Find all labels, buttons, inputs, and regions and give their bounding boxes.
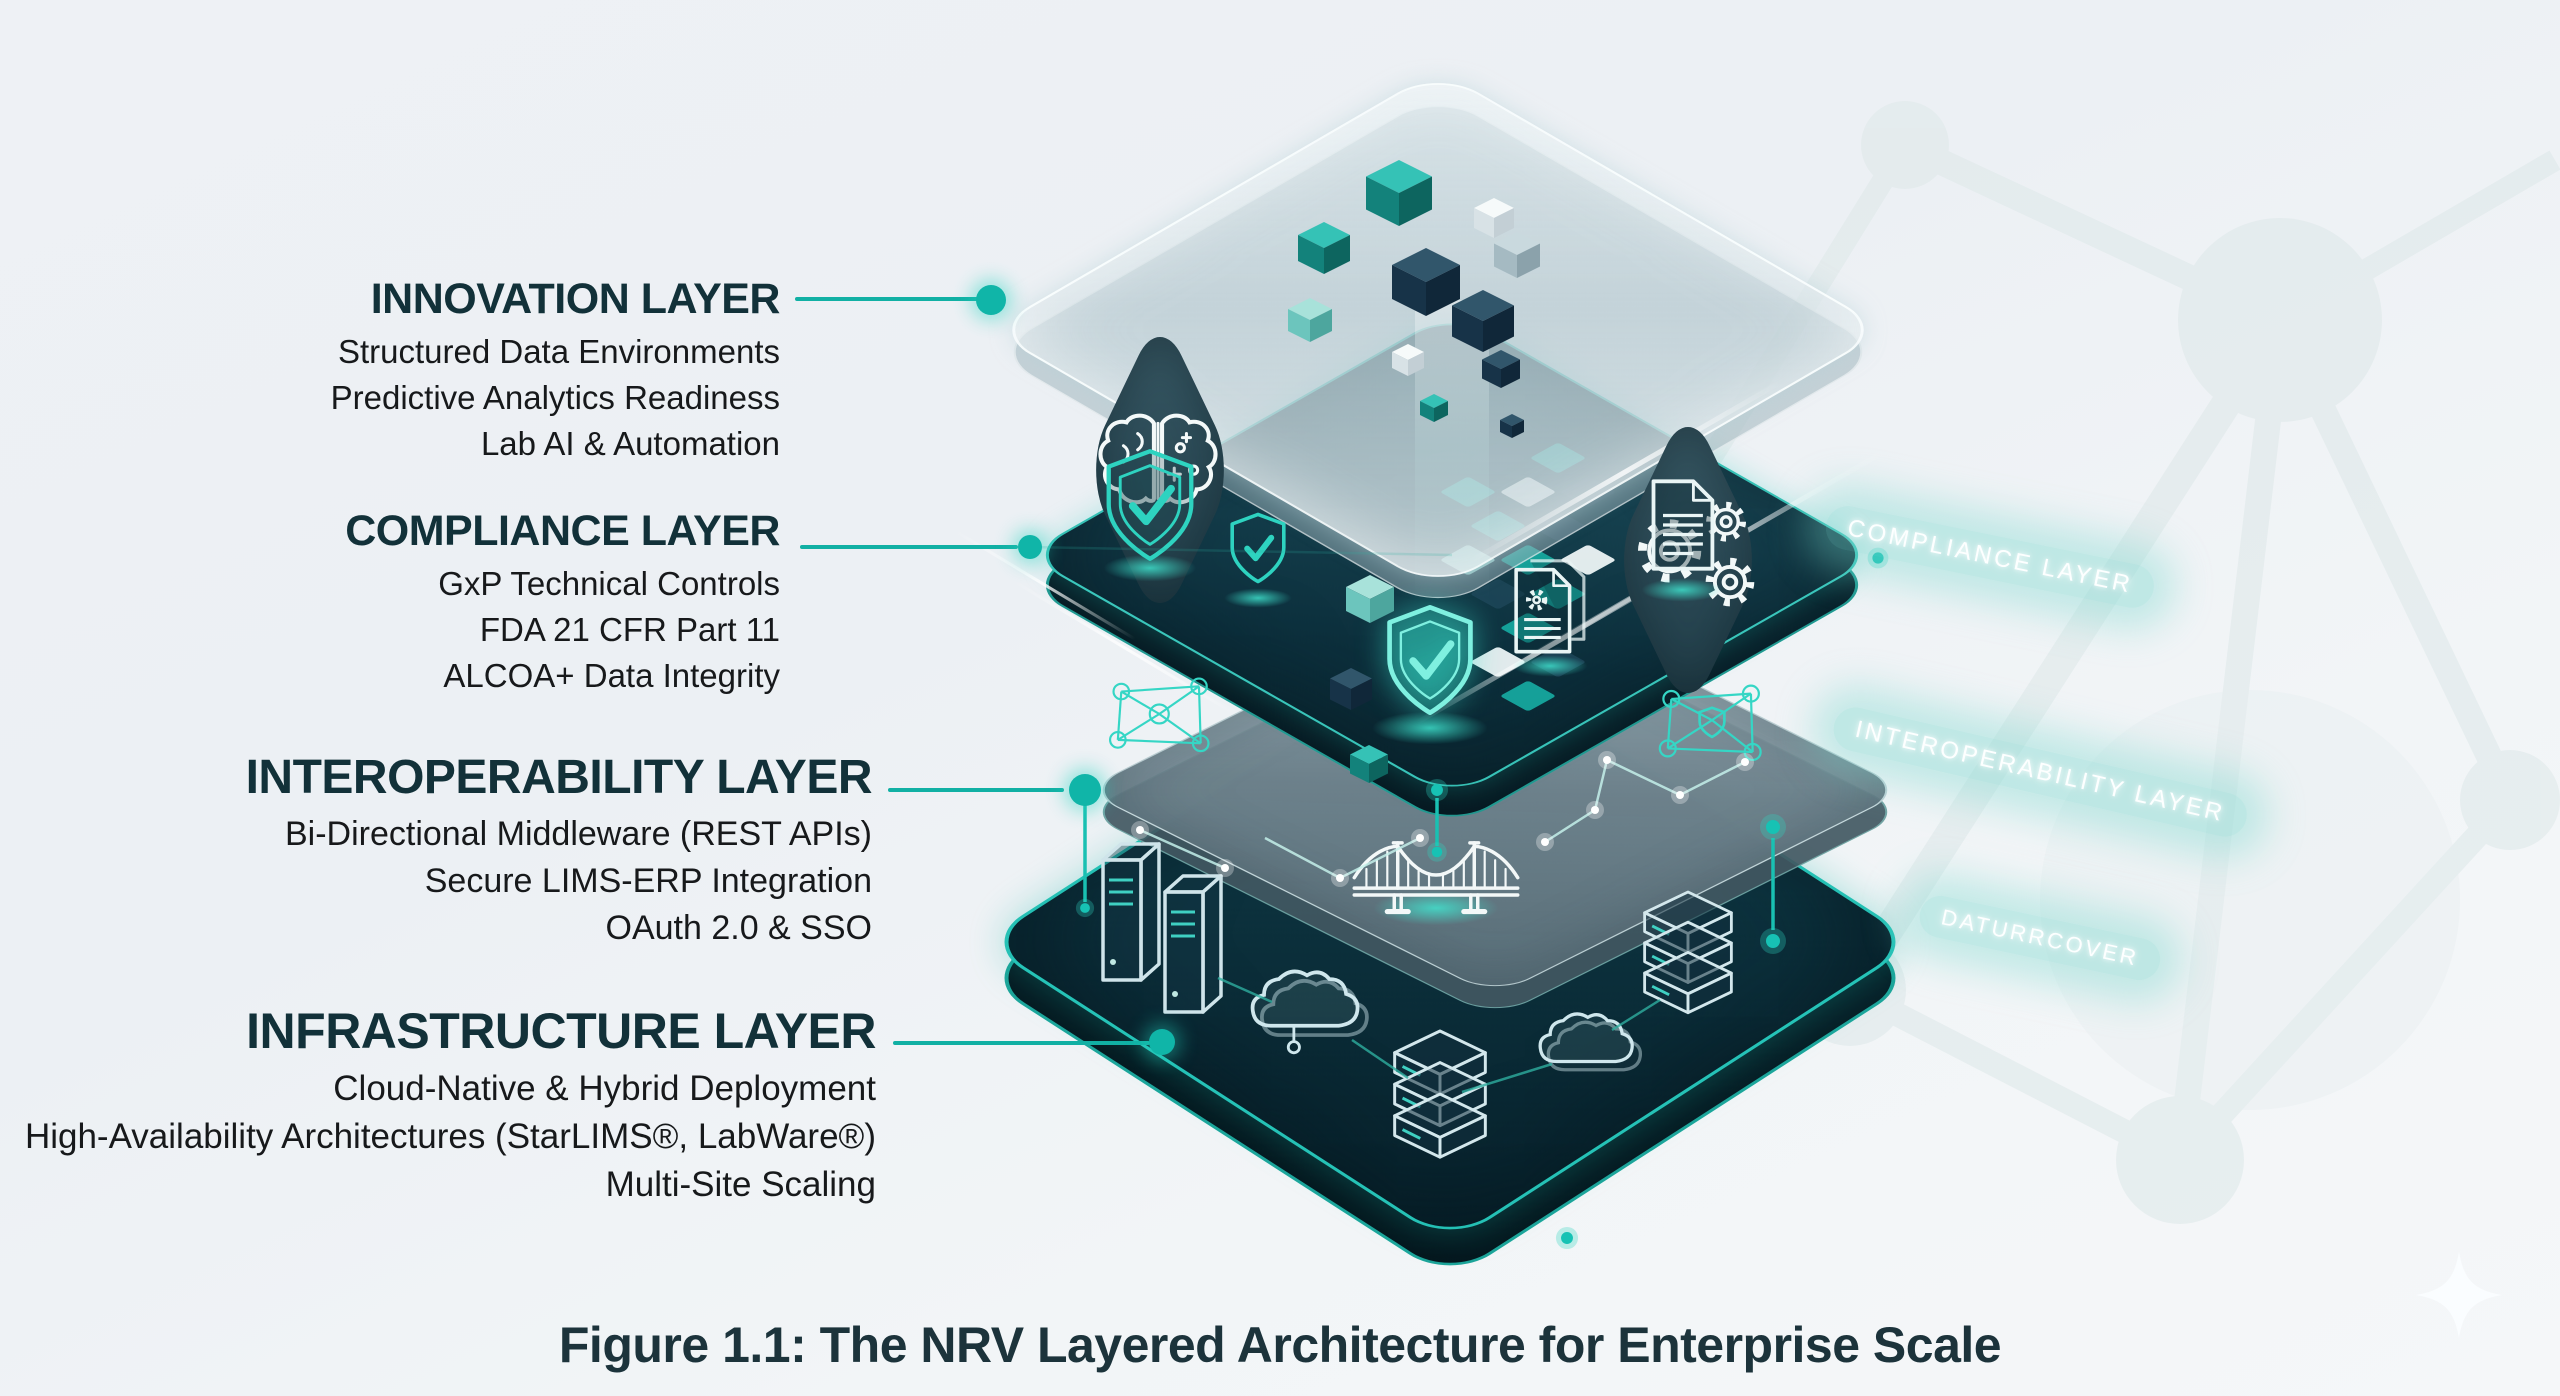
interoperability-connector-dot <box>1069 774 1101 806</box>
infrastructure-line: Cloud-Native & Hybrid Deployment <box>333 1069 876 1108</box>
cloud-icon <box>1538 1012 1643 1072</box>
icon-glow <box>1640 578 1724 602</box>
infrastructure-line: High-Availability Architectures (StarLIM… <box>24 1117 876 1156</box>
icon-glow <box>1223 588 1293 608</box>
label-innovation-layer: INNOVATION LAYER Structured Data Environ… <box>330 275 781 467</box>
shield-check-glow-icon <box>1387 605 1473 715</box>
compliance-connector-dot <box>1018 535 1042 559</box>
document-gear-icon <box>1514 559 1586 654</box>
infrastructure-connector-dot <box>1149 1029 1175 1055</box>
innovation-layer-title: INNOVATION LAYER <box>370 275 781 323</box>
light-beam <box>1415 300 1489 600</box>
interoperability-line: Bi-Directional Middleware (REST APIs) <box>285 814 872 853</box>
icon-glow <box>1511 655 1589 677</box>
compliance-line: GxP Technical Controls <box>438 565 780 603</box>
label-interoperability-layer: INTEROPERABILITY LAYER Bi-Directional Mi… <box>245 751 873 952</box>
innovation-connector-dot <box>976 285 1006 315</box>
innovation-line: Lab AI & Automation <box>480 425 780 463</box>
innovation-connector-line <box>795 297 978 301</box>
network-nodes-icon <box>1108 677 1210 753</box>
label-compliance-layer: COMPLIANCE LAYER GxP Technical Controls … <box>345 508 780 699</box>
interoperability-line: OAuth 2.0 & SSO <box>605 908 872 947</box>
server-towers-icon <box>1101 842 1223 1014</box>
sparkle-icon <box>2416 1252 2502 1338</box>
compliance-line: ALCOA+ Data Integrity <box>443 657 780 695</box>
compliance-layer-title: COMPLIANCE LAYER <box>345 507 780 555</box>
database-stack-icon <box>1393 1029 1487 1159</box>
bridge-icon <box>1352 841 1520 915</box>
infrastructure-layer-title: INFRASTRUCTURE LAYER <box>246 1003 876 1059</box>
compliance-line: FDA 21 CFR Part 11 <box>479 611 780 649</box>
cubes-icon <box>1288 160 1540 438</box>
shield-check-icon <box>1106 449 1194 561</box>
cloud-icon <box>1250 969 1369 1055</box>
interoperability-layer-title: INTEROPERABILITY LAYER <box>245 751 873 804</box>
interoperability-line: Secure LIMS-ERP Integration <box>424 861 872 900</box>
figure-caption: Figure 1.1: The NRV Layered Architecture… <box>558 1317 2002 1373</box>
network-shield-icon <box>1658 684 1762 762</box>
innovation-line: Structured Data Environments <box>337 333 780 371</box>
icon-glow <box>1370 711 1490 745</box>
label-infrastructure-layer: INFRASTRUCTURE LAYER Cloud-Native & Hybr… <box>24 1003 877 1209</box>
infrastructure-connector-line <box>893 1041 1150 1045</box>
document-icon <box>1651 479 1715 571</box>
database-stack-icon <box>1643 890 1733 1015</box>
compliance-connector-line <box>800 545 1018 549</box>
infrastructure-line: Multi-Site Scaling <box>605 1165 876 1204</box>
shield-check-small-icon <box>1230 512 1286 584</box>
interoperability-connector-line <box>888 788 1064 792</box>
innovation-line: Predictive Analytics Readiness <box>330 379 780 417</box>
